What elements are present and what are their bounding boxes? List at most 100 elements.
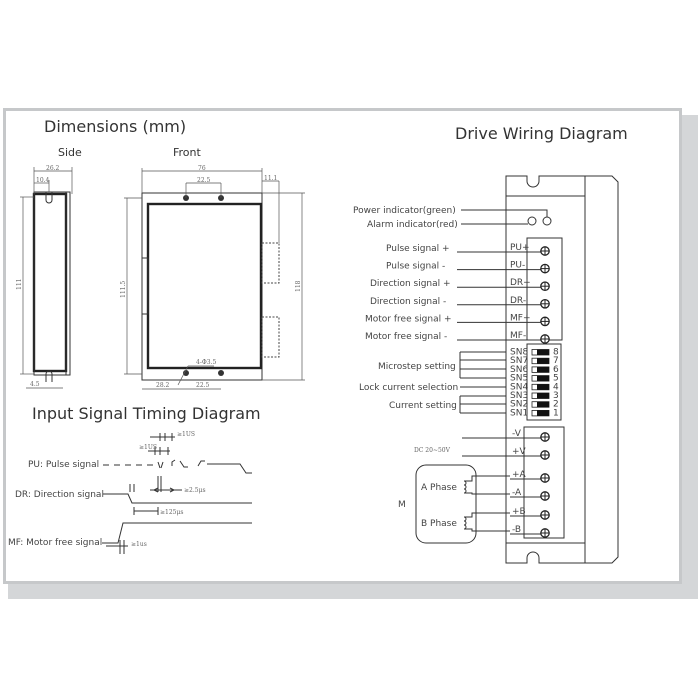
dip-switch-name: SN6 <box>510 365 528 375</box>
drive-outline <box>505 175 619 564</box>
alarm-indicator-label: Alarm indicator(red) <box>367 220 458 230</box>
dip-switch-block <box>526 343 562 421</box>
dr-hold-time: ≥125μs <box>160 509 183 516</box>
signal-terminal-row: Pulse signal - PU- <box>386 261 550 274</box>
timing-title: Input Signal Timing Diagram <box>32 404 261 423</box>
power-terminal-row: +V <box>462 447 550 460</box>
side-view-drawing: 26.2 10.4 111 4.5 <box>16 165 73 389</box>
dip-group-brackets <box>459 351 506 414</box>
signal-terminal-row: Pulse signal +PU+ <box>386 243 550 256</box>
signal-terminal-label: DR- <box>510 296 526 306</box>
mf-signal-label: MF: Motor free signal <box>8 538 102 548</box>
terminal-screw-icon <box>540 316 550 327</box>
side-body <box>32 192 68 373</box>
signal-terminal-row: Motor free signal -MF- <box>365 331 550 344</box>
motor-outline <box>415 464 477 544</box>
dip-group-microstep: Microstep setting <box>378 362 456 372</box>
signal-terminal-label: PU+ <box>510 243 530 253</box>
dip-switch-number: 2 <box>553 400 559 410</box>
signal-wire-label: Motor free signal + <box>365 314 452 324</box>
power-terminal-rows: -V+V+A-A+B-B <box>462 429 550 538</box>
supply-voltage-label: DC 20~50V <box>414 447 451 454</box>
dip-switch-number: 8 <box>553 348 559 358</box>
power-terminal-row: -V <box>462 429 550 442</box>
terminal-screw-icon <box>540 246 550 256</box>
phase-a-label: A Phase <box>421 483 457 493</box>
signal-terminal-label: PU- <box>510 261 525 271</box>
dip-switch-toggle[interactable] <box>531 401 550 408</box>
front-side-tab-dim: 11.1 <box>264 175 277 182</box>
dip-switch-toggle[interactable] <box>531 392 550 399</box>
power-indicator-label: Power indicator(green) <box>353 206 456 216</box>
terminal-screw-icon <box>540 334 550 344</box>
power-terminal-label: +V <box>512 447 527 457</box>
signal-terminal-row: Motor free signal +MF+ <box>365 313 550 327</box>
side-bottom-slot <box>45 370 53 382</box>
phase-b-label: B Phase <box>421 519 457 529</box>
side-slot-dim: 10.4 <box>36 177 50 184</box>
dimensions-title: Dimensions (mm) <box>44 117 186 136</box>
dip-switch-row: SN3 3 <box>510 391 559 401</box>
phase-a-coil-icon <box>463 480 467 494</box>
mf-waveform: ≥1us <box>102 522 252 554</box>
dip-switch-toggle[interactable] <box>531 383 550 391</box>
terminal-screw-icon <box>540 473 550 483</box>
power-terminal-block <box>523 426 565 539</box>
wiring-section: Drive Wiring Diagram Power indicator(gre… <box>353 124 628 564</box>
power-terminal-label: +A <box>512 470 527 480</box>
spec-sheet-frame <box>3 108 682 584</box>
dip-switch-number: 3 <box>553 391 559 401</box>
mf-time: ≥1us <box>131 541 147 548</box>
side-height-dim: 111 <box>16 279 23 290</box>
dip-switch-toggle[interactable] <box>531 409 550 417</box>
power-terminal-label: -B <box>512 525 521 535</box>
dip-switch-toggle[interactable] <box>531 366 550 373</box>
power-terminal-label: -A <box>512 488 522 498</box>
mount-hole-bottom-right <box>218 370 224 376</box>
pu-waveform: ≥1US ≥1US <box>103 431 252 474</box>
mount-hole-bottom-left <box>183 370 189 376</box>
motor-symbol: M A Phase B Phase <box>398 464 510 544</box>
dip-switch-name: SN3 <box>510 391 528 401</box>
front-connector-top <box>261 242 280 284</box>
side-width-dim: 26.2 <box>46 165 60 172</box>
dr-setup-time: ≥2.5μs <box>184 487 206 494</box>
power-terminal-row: +A <box>510 470 550 483</box>
dip-switch-toggle[interactable] <box>531 375 550 382</box>
side-bottom-dim: 4.5 <box>30 381 40 388</box>
dip-switch-number: 5 <box>553 374 559 384</box>
signal-terminal-row: Direction signal - DR- <box>370 296 550 309</box>
timing-section: Input Signal Timing Diagram PU: Pulse si… <box>8 404 261 554</box>
front-outline <box>141 192 263 381</box>
dip-switch-number: 7 <box>553 356 559 366</box>
signal-wire-label: Direction signal - <box>370 297 446 307</box>
front-hole-spec: 4-Φ3.5 <box>196 359 216 366</box>
pu-signal-label: PU: Pulse signal <box>28 460 99 470</box>
signal-terminal-rows: Pulse signal +PU+ Pulse signal - PU- Direct… <box>365 243 550 344</box>
front-view-drawing: 76 22.5 11.1 111.5 118 4-Φ3.5 28.2 22.5 <box>120 165 305 390</box>
power-terminal-label: -V <box>512 429 522 439</box>
signal-terminal-label: DR+ <box>510 278 531 288</box>
terminal-screw-icon <box>540 263 550 274</box>
dip-switch-toggle[interactable] <box>531 349 550 356</box>
terminal-screw-icon <box>540 298 550 309</box>
motor-label: M <box>398 500 406 510</box>
signal-wire-label: Direction signal + <box>370 279 451 289</box>
front-side-rail <box>141 257 149 315</box>
dip-switch-row: SN7 7 <box>510 356 559 366</box>
terminal-screw-icon <box>540 491 550 501</box>
front-inner-height-dim: 111.5 <box>120 281 127 298</box>
dip-switch-number: 1 <box>553 408 559 418</box>
pu-high-time: ≥1US <box>177 431 195 438</box>
dip-switch-name: SN7 <box>510 356 528 366</box>
front-bottom-left-dim: 28.2 <box>156 382 170 389</box>
dip-switch-toggle[interactable] <box>531 357 550 365</box>
front-width-dim: 76 <box>198 165 206 172</box>
signal-wire-label: Motor free signal - <box>365 332 447 342</box>
signal-wire-label: Pulse signal - <box>386 262 445 272</box>
